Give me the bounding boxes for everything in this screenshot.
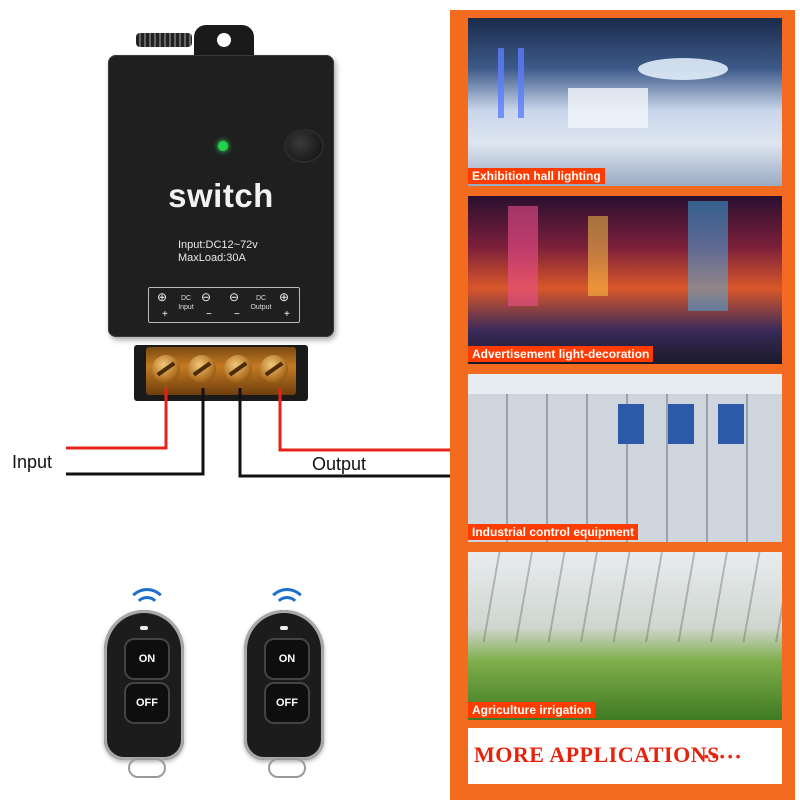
minus-terminal-icon: ⊖ [201,290,212,304]
plus-terminal-icon: ⊕ [157,290,168,304]
signal-wave-icon [134,596,160,622]
remote-indicator-icon [280,626,288,630]
on-button[interactable]: ON [264,638,310,680]
off-button[interactable]: OFF [264,682,310,724]
on-button[interactable]: ON [124,638,170,680]
decorative-dots: ••••• [704,748,744,764]
keyring-icon [128,758,166,778]
mounting-hole [217,33,231,47]
plus-terminal-icon: ⊕ [279,290,290,304]
application-caption: Advertisement light-decoration [468,346,654,362]
learn-button[interactable] [284,129,324,163]
output-label: Output [312,454,367,474]
terminal-screw-icon[interactable] [152,355,180,383]
terminal-screw-icon[interactable] [260,355,288,383]
signal-wave-icon [266,588,308,630]
input-label: Input [12,452,53,472]
max-load-spec: MaxLoad:30A [178,252,246,264]
device-housing [108,55,334,337]
signal-wave-icon [126,588,168,630]
applications-panel: Exhibition hall lighting Advertisement l… [450,10,795,800]
output-live-wire [278,388,450,452]
greenhouse-photo: Agriculture irrigation [468,552,782,720]
signal-wave-icon [274,596,300,622]
antenna-coil [136,33,192,47]
input-spec: Input:DC12~72v [178,239,258,251]
application-caption: Agriculture irrigation [468,702,596,718]
exhibition-hall-photo: Exhibition hall lighting [468,18,782,186]
control-cabinet-photo: Industrial control equipment [468,374,782,542]
keyring-icon [268,758,306,778]
terminal-screw-icon[interactable] [188,355,216,383]
brand-label: switch [168,177,274,214]
remote-control: ON OFF [104,588,186,778]
remote-control: ON OFF [244,588,326,778]
terminal-screw-icon[interactable] [224,355,252,383]
input-neutral-wire [66,388,205,476]
more-applications-banner: MORE APPLICATIONS ••••• [468,728,782,784]
input-live-wire [66,388,168,450]
more-applications-heading: MORE APPLICATIONS [474,742,720,767]
application-caption: Industrial control equipment [468,524,639,540]
wiring-diagram [66,388,450,478]
minus-terminal-icon: ⊖ [229,290,240,304]
off-button[interactable]: OFF [124,682,170,724]
output-neutral-wire [238,388,450,478]
remote-indicator-icon [140,626,148,630]
application-caption: Exhibition hall lighting [468,168,605,184]
city-night-photo: Advertisement light-decoration [468,196,782,364]
status-led-icon [218,141,228,151]
